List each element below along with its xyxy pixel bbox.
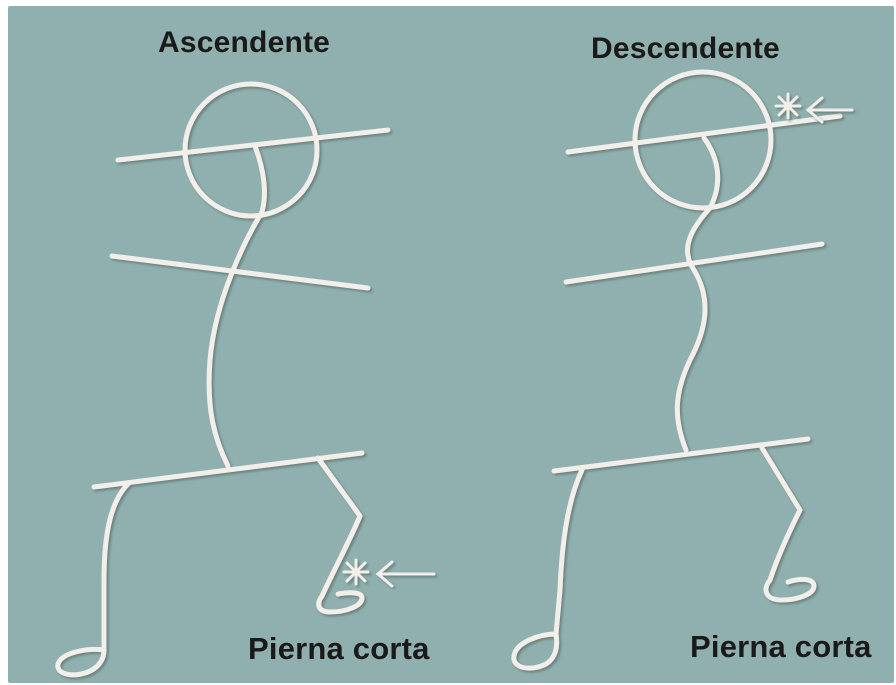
spine-line	[206, 209, 265, 469]
right-foot	[316, 590, 365, 615]
spine-line	[674, 205, 713, 453]
ascending-title: Ascendente	[158, 26, 331, 59]
arrow-left-icon	[375, 560, 436, 588]
asterisk-icon	[342, 558, 370, 586]
right-foot	[763, 576, 817, 603]
hip-line	[91, 450, 365, 490]
head-circle	[632, 69, 774, 211]
diagram-panel	[8, 6, 894, 683]
descending-figure	[511, 69, 843, 671]
stick-figures-canvas	[55, 69, 854, 678]
shoulder-line	[109, 253, 371, 291]
descending-footer-label: Pierna corta	[690, 629, 872, 664]
neck-line	[701, 135, 721, 211]
descending-pain-marker	[774, 92, 854, 124]
arrow-left-icon	[805, 96, 854, 124]
eye-line	[565, 113, 843, 155]
neck-line	[252, 143, 267, 215]
ascending-footer-label: Pierna corta	[248, 631, 430, 666]
hip-line	[551, 436, 811, 474]
right-leg	[315, 455, 363, 599]
left-leg	[553, 467, 585, 637]
left-foot	[55, 647, 107, 678]
right-leg	[759, 445, 803, 583]
ascending-figure	[55, 81, 391, 678]
left-foot	[511, 631, 560, 671]
descending-title: Descendente	[591, 32, 780, 65]
shoulder-line	[563, 241, 825, 285]
left-leg	[101, 481, 131, 653]
ascending-pain-marker	[342, 558, 436, 588]
asterisk-icon	[774, 92, 802, 120]
head-circle	[182, 81, 320, 219]
